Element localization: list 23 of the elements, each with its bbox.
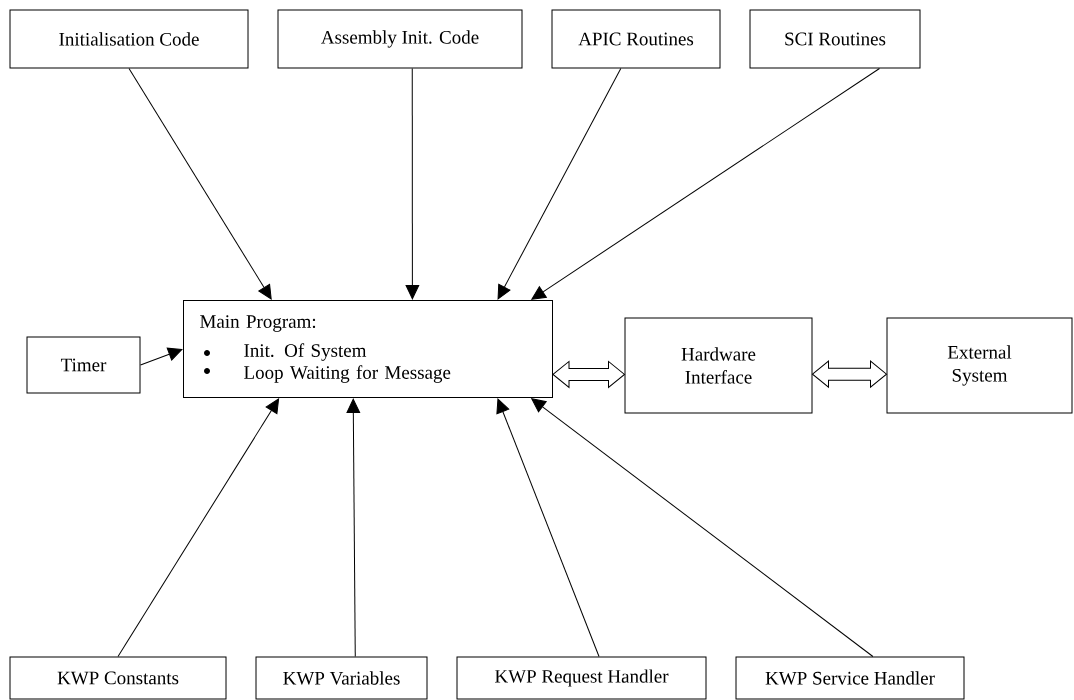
arrow xyxy=(531,398,874,657)
box: KWP Request Handler xyxy=(456,656,707,700)
arrow xyxy=(140,347,183,366)
box: Hardware Interface xyxy=(624,317,813,414)
box: KWP Constants xyxy=(9,656,227,700)
box: KWP Service Handler xyxy=(735,656,965,700)
arrow xyxy=(117,398,280,657)
box: Timer xyxy=(26,336,141,394)
arrow xyxy=(496,398,600,657)
main-box: Main Program: Init. Of System Loop Waiting for Message xyxy=(183,300,553,398)
arrow xyxy=(346,398,361,657)
box: SCI Routines xyxy=(749,9,921,69)
arrow xyxy=(497,68,622,300)
arrow xyxy=(128,68,272,300)
arrow xyxy=(405,68,420,300)
arrow xyxy=(531,68,880,300)
hollow-double-arrow xyxy=(812,360,887,388)
hollow-double-arrow xyxy=(552,360,625,388)
box: External System xyxy=(886,317,1073,414)
box: Initialisation Code xyxy=(9,9,249,69)
box: KWP Variables xyxy=(255,656,428,700)
box: Assembly Init. Code xyxy=(277,9,523,69)
box: APIC Routines xyxy=(551,9,721,69)
